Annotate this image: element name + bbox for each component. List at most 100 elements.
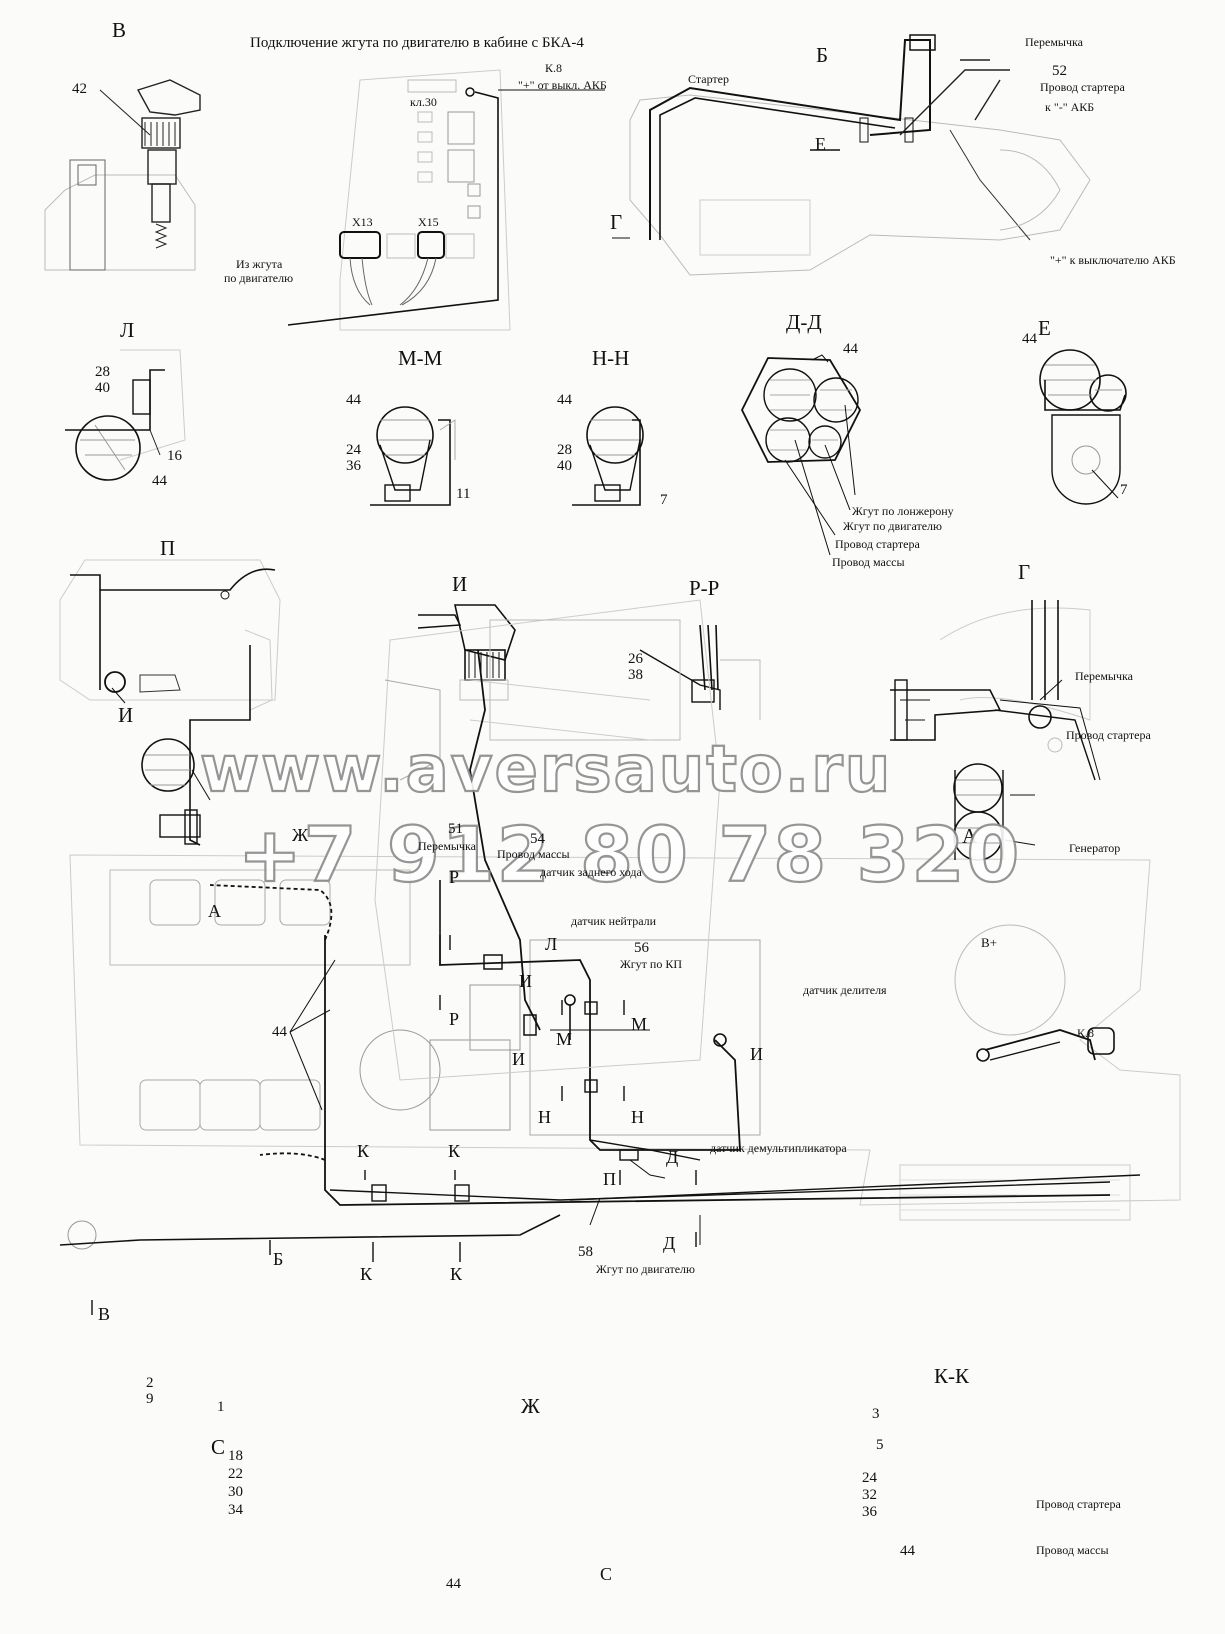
number-38: 38 <box>628 667 643 683</box>
mark-m-left: М <box>556 1029 573 1049</box>
view-s-bracket <box>141 629 273 846</box>
view-label-b: Б <box>816 43 829 67</box>
view-label-rr: Р-Р <box>689 576 720 600</box>
label-kl30: кл.30 <box>410 95 437 109</box>
number-40-nn: 40 <box>557 458 572 474</box>
view-label-a: А <box>962 824 978 848</box>
label-ground-wire-kk: Провод массы <box>1036 1543 1109 1557</box>
watermark-phone: +7 912 80 78 320 <box>237 809 1022 900</box>
label-starter: Стартер <box>688 72 729 86</box>
label-to-minus: к "-" АКБ <box>1045 100 1095 114</box>
view-nn-section <box>572 406 644 506</box>
number-28-nn: 28 <box>557 442 572 458</box>
label-b-plus: B+ <box>981 935 998 950</box>
number-22: 22 <box>228 1466 243 1482</box>
number-40-l: 40 <box>95 380 110 396</box>
label-from-harness-2: по двигателю <box>224 271 294 285</box>
number-7-e: 7 <box>1120 482 1128 498</box>
mark-i-p: И <box>118 703 134 727</box>
mark-l-main: Л <box>545 934 558 954</box>
label-harness-engine-dd: Жгут по двигателю <box>843 519 942 533</box>
mark-i-main-3: И <box>750 1044 763 1064</box>
number-32: 32 <box>862 1487 877 1503</box>
view-label-nn: Н-Н <box>592 346 630 370</box>
number-24-mm: 24 <box>346 442 361 458</box>
label-jumper-b: Перемычка <box>1025 35 1083 49</box>
mark-zh-main: Ж <box>292 825 309 845</box>
view-e-clamp <box>1039 349 1127 505</box>
number-26: 26 <box>628 651 643 667</box>
label-harness-engine-main: Жгут по двигателю <box>596 1262 695 1276</box>
mark-d-top: Д <box>666 1147 679 1167</box>
mark-k-bottom-left: К <box>360 1264 373 1284</box>
label-jumper-g: Перемычка <box>1075 669 1133 683</box>
number-54: 54 <box>530 831 545 847</box>
number-44-zh: 44 <box>446 1576 461 1592</box>
label-x13: X13 <box>352 215 373 229</box>
mark-e-top: Е <box>815 134 826 154</box>
view-zh-engine <box>374 599 721 1081</box>
number-28-l: 28 <box>95 364 110 380</box>
view-label-mm: М-М <box>398 346 443 370</box>
number-1: 1 <box>217 1399 225 1415</box>
number-58: 58 <box>578 1244 593 1260</box>
label-from-harness-1: Из жгута <box>236 257 283 271</box>
header-title: Подключение жгута по двигателю в кабине … <box>250 35 584 51</box>
mark-r-bottom: Р <box>449 1009 460 1029</box>
label-starter-wire-dd: Провод стартера <box>835 537 920 551</box>
view-l-clamp <box>65 349 186 481</box>
number-44-kk: 44 <box>900 1543 915 1559</box>
mark-k-top-right: К <box>448 1141 461 1161</box>
number-16: 16 <box>167 448 182 464</box>
number-51: 51 <box>448 821 463 837</box>
mark-i-main-2: И <box>512 1049 525 1069</box>
label-plus-from-switch: "+" от выкл. АКБ <box>518 78 607 92</box>
view-label-kk: К-К <box>934 1364 970 1388</box>
view-label-zh: Ж <box>521 1394 540 1418</box>
label-generator: Генератор <box>1069 841 1121 855</box>
label-jumper-main: Перемычка <box>418 839 476 853</box>
view-i-connector <box>417 604 516 701</box>
number-44-l: 44 <box>152 473 167 489</box>
number-34: 34 <box>228 1502 243 1518</box>
view-mm-section <box>370 406 456 506</box>
view-label-i: И <box>452 572 468 596</box>
mark-a-main: А <box>208 901 221 921</box>
label-starter-wire-kk: Провод стартера <box>1036 1497 1121 1511</box>
label-k8-top: К.8 <box>545 61 563 75</box>
number-42: 42 <box>72 81 87 97</box>
mark-s-zh: С <box>600 1564 613 1584</box>
mark-k-top-left: К <box>357 1141 370 1161</box>
mark-n-left: Н <box>538 1107 551 1127</box>
mark-r-top: Р <box>449 867 460 887</box>
view-p-harness <box>59 559 281 704</box>
view-label-g: Г <box>1018 560 1031 584</box>
watermark-url: www.aversauto.ru <box>199 732 893 808</box>
label-k8-main: К.8 <box>1077 1026 1095 1040</box>
view-label-e: Е <box>1038 316 1051 340</box>
view-label-p: П <box>160 536 176 560</box>
label-starter-wire-b: Провод стартера <box>1040 80 1125 94</box>
number-9: 9 <box>146 1391 154 1407</box>
label-harness-kp: Жгут по КП <box>620 957 683 971</box>
label-to-plus-switch: "+" к выключателю АКБ <box>1050 253 1176 267</box>
mark-v-main: В <box>98 1304 111 1324</box>
mark-p-main: П <box>603 1169 616 1189</box>
number-30: 30 <box>228 1484 243 1500</box>
mark-b-main: Б <box>273 1249 284 1269</box>
view-v-sensor <box>44 79 201 271</box>
label-neutral-sensor: датчик нейтрали <box>571 914 657 928</box>
number-36-mm: 36 <box>346 458 361 474</box>
number-44-nn: 44 <box>557 392 572 408</box>
number-5: 5 <box>876 1437 884 1453</box>
view-b-starter <box>612 34 1091 276</box>
mark-d-bottom: Д <box>663 1233 676 1253</box>
number-44-main: 44 <box>272 1024 287 1040</box>
number-11: 11 <box>456 486 471 502</box>
label-reverse-sensor: датчик заднего хода <box>540 865 642 879</box>
mark-k-bottom-right: К <box>450 1264 463 1284</box>
number-3: 3 <box>872 1406 880 1422</box>
label-demult-sensor: датчик демультипликатора <box>710 1141 847 1155</box>
